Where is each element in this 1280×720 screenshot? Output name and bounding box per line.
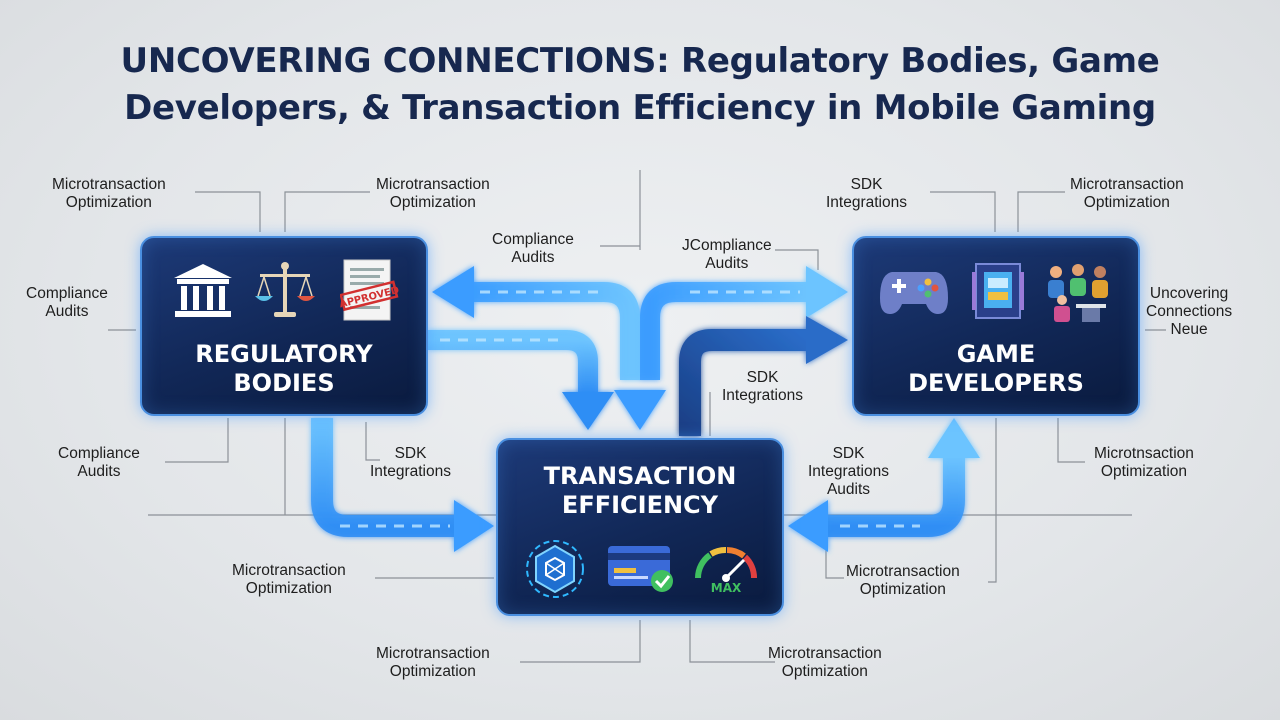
arrow-transaction-to-developers <box>679 329 808 436</box>
label-line: Integrations <box>370 463 451 480</box>
arrow-regulatory-to-transaction <box>428 330 598 392</box>
label-line: Microtransaction <box>768 645 882 662</box>
mobile-game-icon <box>972 263 1024 319</box>
developers-title-line-2: DEVELOPERS <box>908 369 1084 397</box>
gamepad-icon <box>880 272 948 314</box>
node-regulatory-title: REGULATORY BODIES <box>142 340 426 398</box>
arrow-head-dev-up <box>928 418 980 458</box>
courthouse-icon <box>174 264 232 317</box>
page-title: UNCOVERING CONNECTIONS: Regulatory Bodie… <box>0 38 1280 132</box>
approved-document-icon: APPROVED <box>340 259 400 321</box>
node-transaction-title: TRANSACTION EFFICIENCY <box>498 462 782 520</box>
label-line: Optimization <box>389 194 476 211</box>
node-transaction-efficiency[interactable]: TRANSACTION EFFICIENCY MAX <box>496 438 784 616</box>
page-title-line-2: Developers, & Transaction Efficiency in … <box>124 88 1156 128</box>
label-line: SDK <box>746 369 779 386</box>
gauge-max-label: MAX <box>711 581 742 595</box>
label-line: Microtransaction <box>1070 176 1184 193</box>
arrow-to-regulatory <box>470 282 640 380</box>
flow-dashes <box>340 290 920 528</box>
regulatory-title-line-2: BODIES <box>233 369 335 397</box>
blockchain-shield-icon <box>526 540 584 598</box>
developers-title-line-1: GAME <box>956 340 1036 368</box>
page-title-line-1: UNCOVERING CONNECTIONS: Regulatory Bodie… <box>120 41 1160 81</box>
node-game-developers[interactable]: GAME DEVELOPERS <box>852 236 1140 416</box>
label-line: SDK <box>850 176 883 193</box>
label-line: Microtransaction <box>376 176 490 193</box>
label-line: Connections <box>1146 303 1233 320</box>
label-line: Integrations <box>722 387 803 404</box>
label-line: Microtnsaction <box>1094 445 1194 462</box>
label-line: Uncovering <box>1149 285 1229 302</box>
developer-team-icon <box>1048 264 1108 322</box>
label-line: Integrations <box>808 463 889 480</box>
label-line: Optimization <box>859 581 946 598</box>
label-line: Audits <box>511 249 555 266</box>
transaction-title-line-1: TRANSACTION <box>543 462 737 490</box>
speed-gauge-icon: MAX <box>694 547 758 595</box>
label-line: Audits <box>705 255 749 272</box>
node-regulatory-bodies[interactable]: APPROVED REGULATORY BODIES <box>140 236 428 416</box>
label-line: Microtransaction <box>376 645 490 662</box>
label-line: Compliance <box>492 231 574 248</box>
transaction-title-line-2: EFFICIENCY <box>561 491 719 519</box>
label-line: Neue <box>1170 321 1208 338</box>
scales-icon <box>255 262 315 317</box>
label-line: Microtransaction <box>52 176 166 193</box>
label-line: Audits <box>77 463 121 480</box>
arrow-head-tx-dev <box>806 316 848 364</box>
label-line: SDK <box>832 445 865 462</box>
credit-card-check-icon <box>608 546 673 592</box>
label-line: Audits <box>45 303 89 320</box>
label-line: Integrations <box>826 194 907 211</box>
arrow-head-reg-down <box>454 500 494 552</box>
arrow-head-developers <box>806 266 848 318</box>
label-line: Microtransaction <box>846 563 960 580</box>
label-line: Optimization <box>245 580 332 597</box>
label-line: Optimization <box>1100 463 1188 480</box>
label-line: SDK <box>394 445 427 462</box>
arrow-head-tx-left <box>788 500 828 552</box>
arrow-head-regulatory <box>432 266 474 318</box>
regulatory-title-line-1: REGULATORY <box>195 340 373 368</box>
arrow-head-reg-tx <box>562 392 614 430</box>
label-line: Compliance <box>58 445 140 462</box>
label-line: Compliance <box>26 285 108 302</box>
node-developers-title: GAME DEVELOPERS <box>854 340 1138 398</box>
label-line: Audits <box>826 481 871 498</box>
arrow-developers-transaction <box>826 456 965 537</box>
arrow-to-developers <box>640 282 808 380</box>
label-line: Optimization <box>65 194 152 211</box>
label-line: Optimization <box>1083 194 1170 211</box>
label-line: JCompliance <box>682 237 772 254</box>
flow-arrows <box>311 266 980 552</box>
arrow-head-center-down <box>614 390 666 430</box>
label-line: Microtransaction <box>232 562 346 579</box>
label-line: Optimization <box>781 663 868 680</box>
label-line: Optimization <box>389 663 476 680</box>
